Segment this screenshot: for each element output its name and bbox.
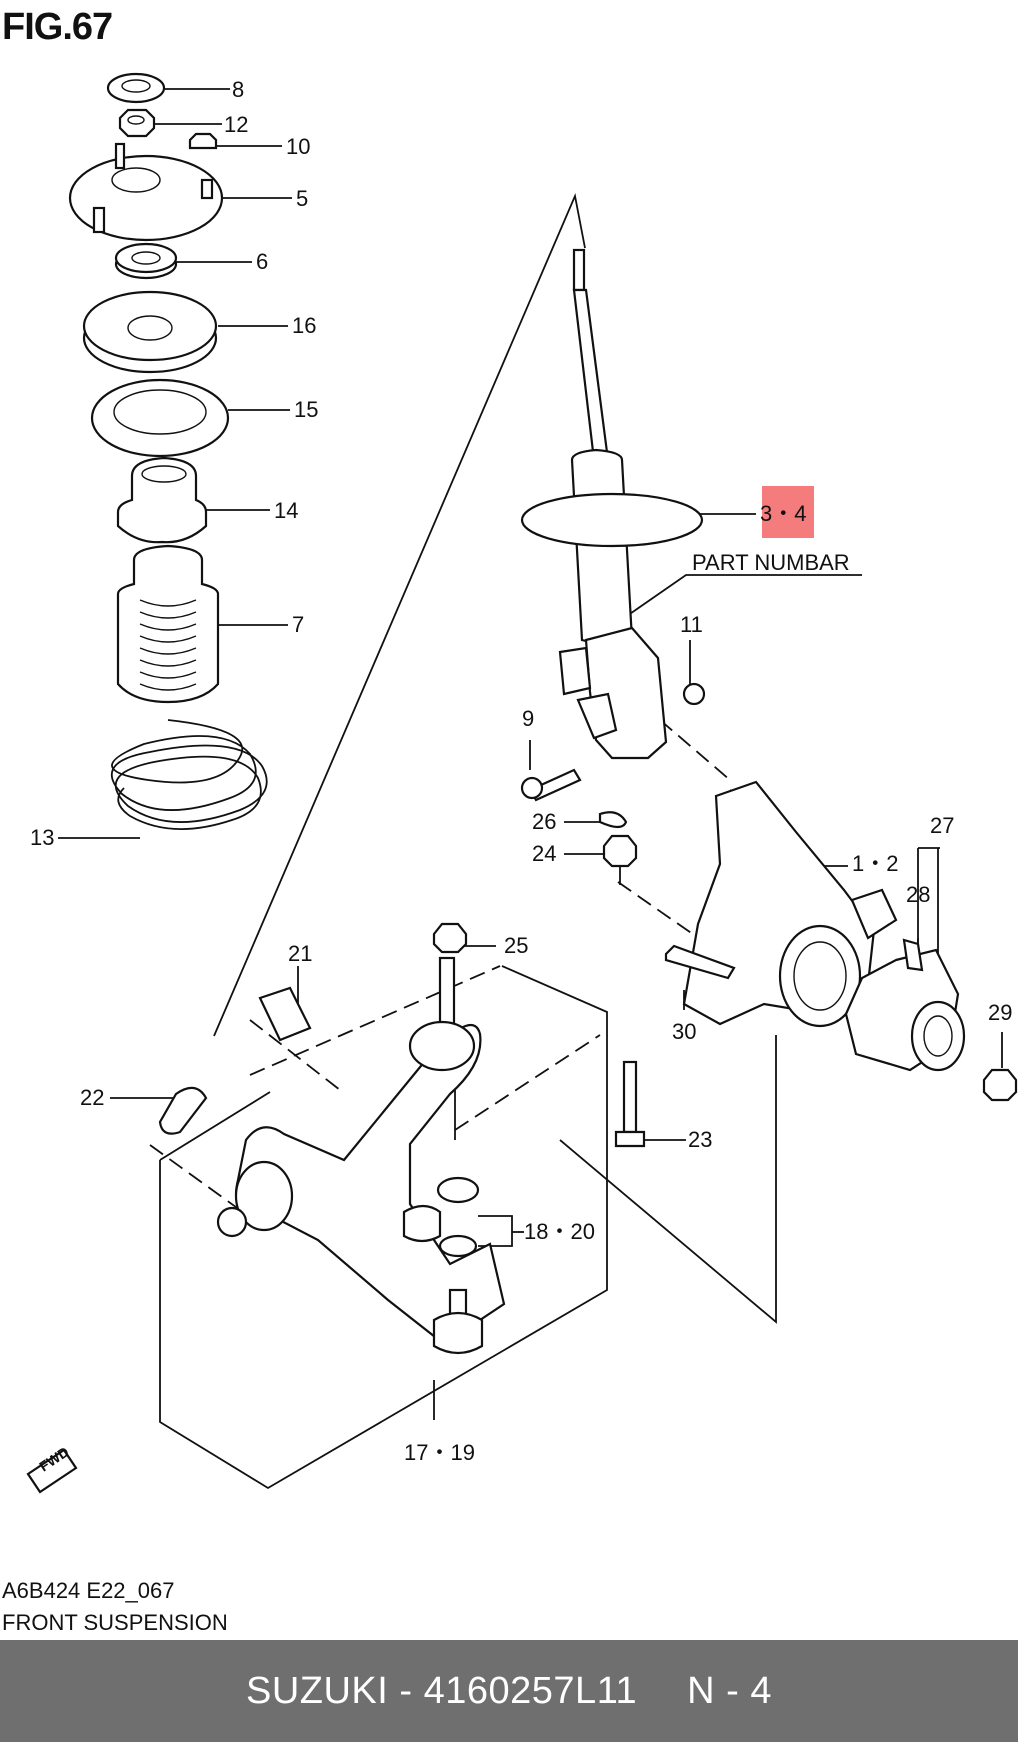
figure-title: FIG.67 [2, 6, 113, 48]
figure-name: FRONT SUSPENSION [2, 1610, 228, 1635]
callout-16: 16 [292, 313, 317, 338]
callout-11: 11 [680, 612, 703, 637]
callout-17-19: 17・19 [404, 1440, 475, 1465]
callout-15: 15 [294, 397, 319, 422]
callout-5: 5 [296, 186, 309, 211]
callout-23: 23 [688, 1127, 713, 1152]
callout-part-numbar: PART NUMBAR [692, 550, 850, 575]
footer-brand: SUZUKI [245, 1670, 389, 1712]
callout-1-2: 1・2 [852, 851, 899, 876]
callout-24: 24 [532, 841, 557, 866]
callout-9: 9 [522, 706, 535, 731]
callout-12: 12 [224, 112, 249, 137]
callout-10: 10 [286, 134, 311, 159]
callout-3-4: 3・4 [760, 501, 807, 526]
top-mount-stack [68, 72, 268, 830]
callout-8: 8 [232, 77, 245, 102]
callout-7: 7 [292, 612, 305, 637]
callout-14: 14 [274, 498, 299, 523]
callout-25: 25 [504, 933, 529, 958]
callout-26: 26 [532, 809, 557, 834]
callout-22: 22 [80, 1085, 105, 1110]
callout-18-20: 18・20 [524, 1219, 595, 1244]
callout-13: 13 [30, 825, 55, 850]
strut-assembly [520, 248, 706, 802]
callout-6: 6 [256, 249, 269, 274]
callout-29: 29 [988, 1000, 1013, 1025]
highlight-marker [762, 486, 814, 538]
callout-28: 28 [906, 882, 931, 907]
callout-27: 27 [930, 813, 955, 838]
footer-quantity: N - 4 [687, 1670, 773, 1712]
knuckle-hub [598, 780, 1018, 1102]
callout-21: 21 [288, 941, 313, 966]
footer-part-number: 4160257L11 [423, 1670, 638, 1712]
lower-control-arm [26, 922, 646, 1494]
figure-code: A6B424 E22_067 [2, 1578, 175, 1603]
callout-30: 30 [672, 1019, 697, 1044]
